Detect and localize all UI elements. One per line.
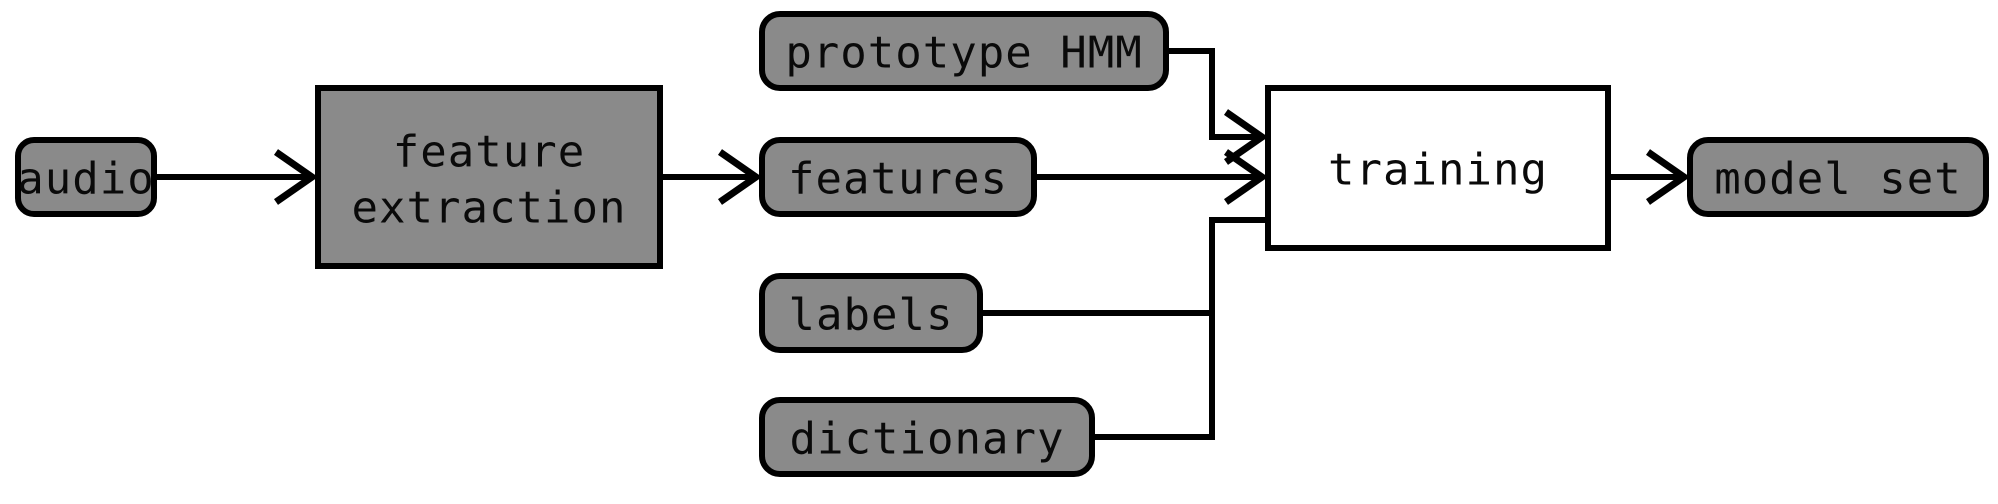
arrowhead-icon xyxy=(1224,149,1269,205)
node-dictionary-label: dictionary xyxy=(790,414,1065,465)
node-features[interactable]: features xyxy=(759,137,1037,217)
edge-features-to-training xyxy=(1034,149,1269,205)
node-audio[interactable]: audio xyxy=(15,137,157,217)
node-model-set-shape[interactable] xyxy=(1687,137,1989,217)
edges-layer xyxy=(154,48,1691,440)
node-labels-shape[interactable] xyxy=(759,273,983,353)
node-feature-extraction-label-line1: feature xyxy=(393,127,585,178)
node-model-set[interactable]: model set xyxy=(1687,137,1989,217)
node-dictionary-shape[interactable] xyxy=(759,397,1095,477)
node-labels-label: labels xyxy=(789,290,954,341)
node-model-set-label: model set xyxy=(1714,154,1961,205)
arrowhead-icon xyxy=(718,149,763,205)
edge-line xyxy=(1209,217,1271,440)
edge-training-to-model-set xyxy=(1608,149,1691,205)
node-features-label: features xyxy=(788,154,1008,205)
node-prototype-hmm-shape[interactable] xyxy=(759,11,1169,91)
node-training[interactable]: training xyxy=(1265,85,1611,251)
edge-junction-riser-to-training xyxy=(1209,217,1271,440)
edge-feature-extraction-to-features xyxy=(660,149,763,205)
nodes-layer: audio feature extraction prototype HMM f… xyxy=(15,11,1989,477)
node-training-label: training xyxy=(1328,145,1548,196)
arrowhead-icon xyxy=(274,149,319,205)
node-feature-extraction[interactable]: feature extraction xyxy=(315,85,663,269)
node-training-shape[interactable] xyxy=(1265,85,1611,251)
node-features-shape[interactable] xyxy=(759,137,1037,217)
node-feature-extraction-shape[interactable] xyxy=(315,85,663,269)
arrowhead-icon xyxy=(1646,149,1691,205)
node-prototype-hmm-label: prototype HMM xyxy=(785,28,1142,79)
node-feature-extraction-label-line2: extraction xyxy=(352,183,627,234)
node-prototype-hmm[interactable]: prototype HMM xyxy=(759,11,1169,91)
node-labels[interactable]: labels xyxy=(759,273,983,353)
node-audio-label: audio xyxy=(17,154,154,205)
edge-prototype-hmm-to-training xyxy=(1166,48,1269,165)
node-dictionary[interactable]: dictionary xyxy=(759,397,1095,477)
node-audio-shape[interactable] xyxy=(15,137,157,217)
edge-audio-to-feature-extraction xyxy=(154,149,319,205)
arrowhead-icon xyxy=(1224,109,1269,165)
edge-line xyxy=(1166,48,1262,140)
